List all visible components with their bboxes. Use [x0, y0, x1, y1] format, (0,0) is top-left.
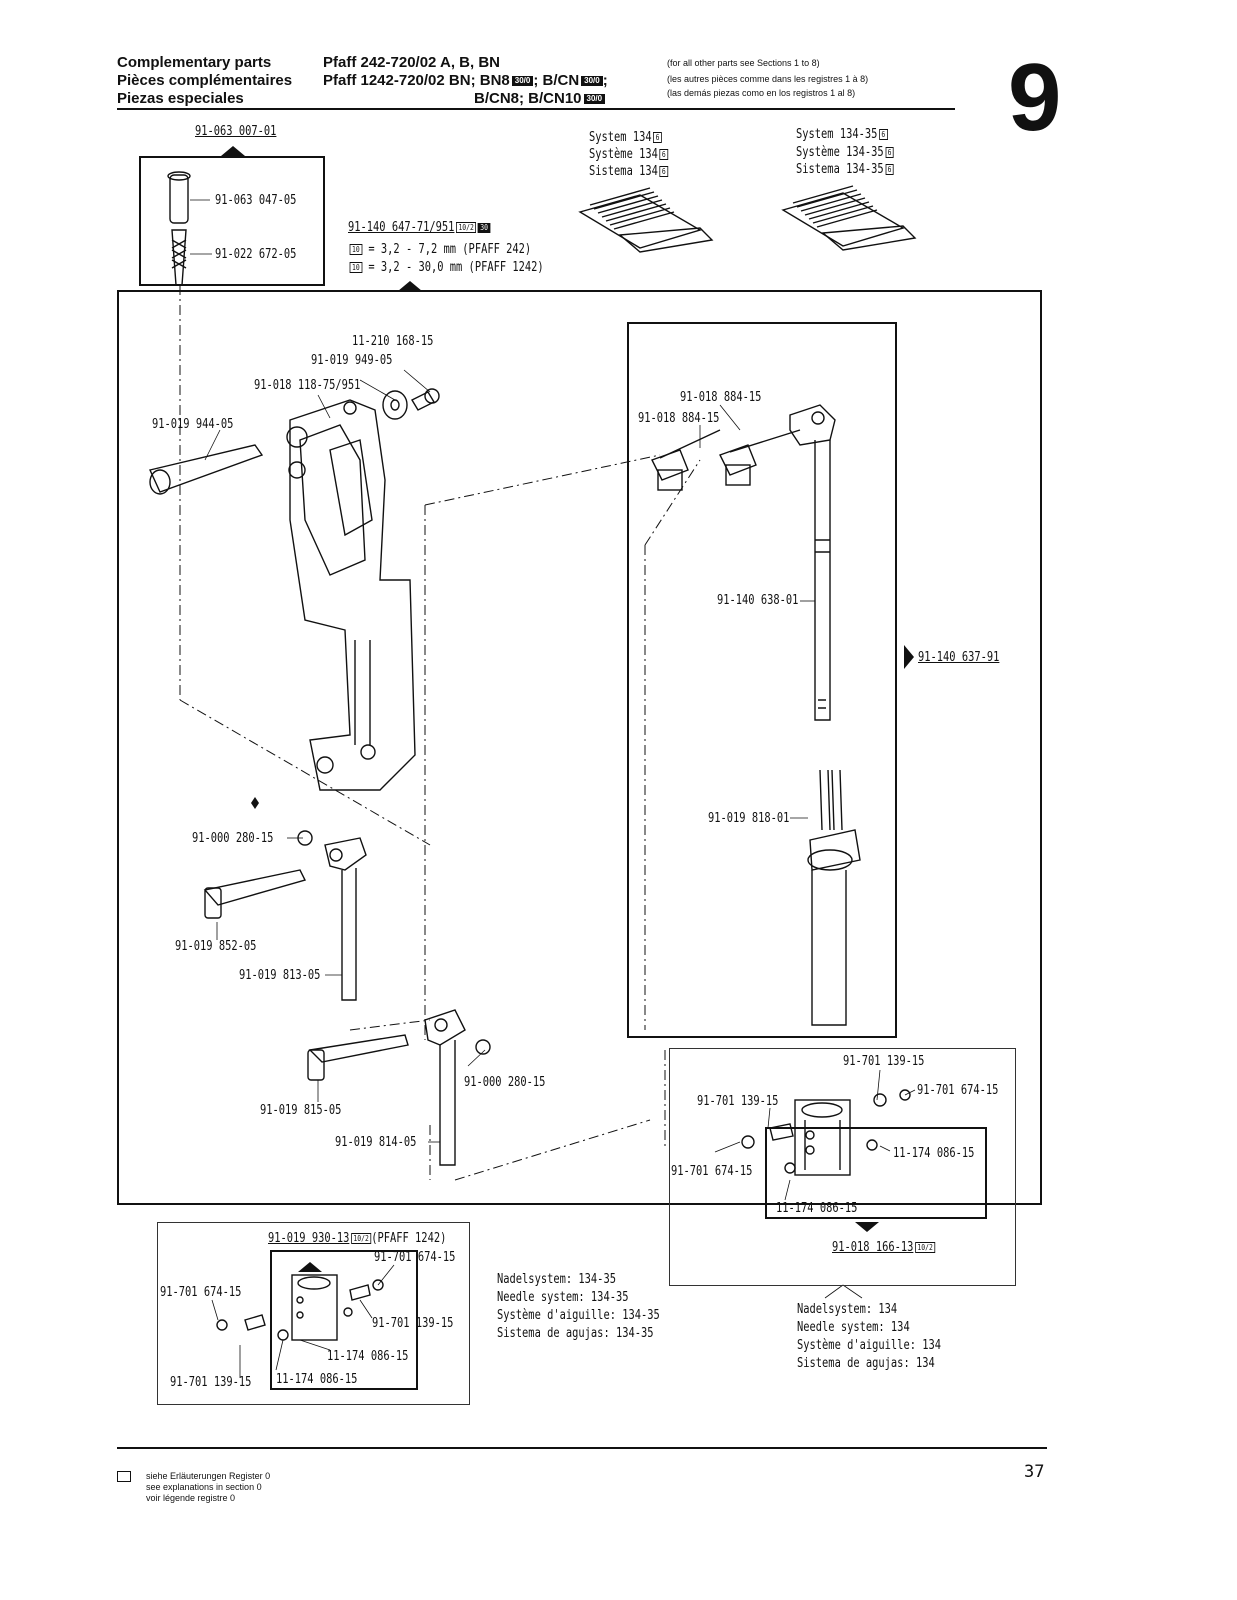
ll-needle-4: Sistema de agujas: 134-35	[497, 1326, 654, 1341]
model-line-1: Pfaff 242-720/02 A, B, BN	[323, 54, 501, 71]
lower-left-inner-box	[270, 1250, 418, 1390]
lower-right-inner-box	[765, 1127, 987, 1219]
main-ref-range-1: 10 = 3,2 - 7,2 mm (PFAFF 242)	[348, 242, 531, 257]
arrow-down-icon-lr	[855, 1222, 879, 1232]
footer-rule	[117, 1447, 1047, 1449]
arrow-right-icon	[904, 645, 914, 669]
ref-91-140-637-91: 91-140 637-91	[918, 650, 1000, 665]
ll-needle-2: Needle system: 134-35	[497, 1290, 629, 1305]
lr-part-91-701-674-15-b: 91-701 674-15	[671, 1164, 753, 1179]
part-91-000-280-15-a: 91-000 280-15	[192, 831, 274, 846]
legend-box-icon	[117, 1471, 131, 1482]
model-line-3-text: B/CN8; B/CN10	[474, 90, 582, 107]
badge-30-a: 30/0	[511, 76, 534, 87]
lr-needle-3: Système d'aiguille: 134	[797, 1338, 942, 1353]
part-11-210-168-15: 11-210 168-15	[352, 334, 434, 349]
part-91-018-884-15-a: 91-018 884-15	[680, 390, 762, 405]
part-91-019-815-05: 91-019 815-05	[260, 1103, 342, 1118]
lr-part-11-174-086-15-a: 11-174 086-15	[893, 1146, 975, 1161]
part-91-140-638-01: 91-140 638-01	[717, 593, 799, 608]
ll-part-91-701-139-15-a: 91-701 139-15	[372, 1316, 454, 1331]
part-91-018-884-15-b: 91-018 884-15	[638, 411, 720, 426]
part-91-019-818-01: 91-019 818-01	[708, 811, 790, 826]
ll-part-91-701-674-15-a: 91-701 674-15	[374, 1250, 456, 1265]
legend-en: see explanations in section 0	[146, 1482, 262, 1492]
badge-30-c: 30/0	[583, 94, 606, 105]
ll-part-91-701-139-15-b: 91-701 139-15	[170, 1375, 252, 1390]
arrow-up-icon-top	[221, 146, 245, 156]
header-rule	[117, 108, 955, 110]
section-number: 9	[1008, 44, 1062, 151]
note-fr: (les autres pièces comme dans les regist…	[667, 74, 869, 84]
part-91-022-672-05: 91-022 672-05	[215, 247, 297, 262]
arrow-up-icon-ll	[298, 1262, 322, 1272]
model-line-2-text: Pfaff 1242-720/02 BN; BN8	[323, 72, 510, 89]
main-ref-range-2: 10 = 3,2 - 30,0 mm (PFAFF 1242)	[348, 260, 544, 275]
part-91-019-944-05: 91-019 944-05	[152, 417, 234, 432]
part-91-019-814-05: 91-019 814-05	[335, 1135, 417, 1150]
top-left-box	[139, 156, 325, 286]
lr-needle-2: Needle system: 134	[797, 1320, 910, 1335]
model-line-2-tail: ; B/CN	[533, 72, 580, 89]
lr-needle-1: Nadelsystem: 134	[797, 1302, 898, 1317]
lr-part-91-701-139-15-a: 91-701 139-15	[843, 1054, 925, 1069]
page-number: 37	[1024, 1462, 1045, 1482]
part-91-019-949-05: 91-019 949-05	[311, 353, 393, 368]
legend-fr: voir légende registre 0	[146, 1493, 236, 1503]
part-91-063-047-05: 91-063 047-05	[215, 193, 297, 208]
ll-part-11-174-086-15-b: 11-174 086-15	[276, 1372, 358, 1387]
ll-needle-3: Système d'aiguille: 134-35	[497, 1308, 660, 1323]
lr-part-91-701-139-15-b: 91-701 139-15	[697, 1094, 779, 1109]
lower-left-frame	[157, 1222, 470, 1405]
ref-91-063-007-01: 91-063 007-01	[195, 124, 277, 139]
part-91-018-118-75-951: 91-018 118-75/951	[254, 378, 361, 393]
lr-part-11-174-086-15-b: 11-174 086-15	[776, 1201, 858, 1216]
legend-de: siehe Erläuterungen Register 0	[146, 1471, 271, 1481]
ll-part-11-174-086-15-a: 11-174 086-15	[327, 1349, 409, 1364]
lr-needle-4: Sistema de agujas: 134	[797, 1356, 935, 1371]
title-de: Complementary parts	[117, 54, 272, 71]
note-en: (for all other parts see Sections 1 to 8…	[667, 58, 820, 68]
part-91-000-280-15-b: 91-000 280-15	[464, 1075, 546, 1090]
ll-part-91-701-674-15-b: 91-701 674-15	[160, 1285, 242, 1300]
title-es: Piezas especiales	[117, 90, 244, 107]
arrow-up-icon-main	[398, 281, 422, 291]
part-91-019-852-05: 91-019 852-05	[175, 939, 257, 954]
title-fr: Pièces complémentaires	[117, 72, 293, 89]
lr-part-91-701-674-15-a: 91-701 674-15	[917, 1083, 999, 1098]
main-frame	[117, 290, 1042, 1205]
ll-needle-1: Nadelsystem: 134-35	[497, 1272, 616, 1287]
lower-right-frame	[669, 1048, 1016, 1286]
part-91-019-813-05: 91-019 813-05	[239, 968, 321, 983]
right-inner-box	[627, 322, 897, 1038]
badge-30-b: 30/0	[581, 76, 603, 87]
note-es: (las demás piezas como en los registros …	[667, 88, 856, 98]
